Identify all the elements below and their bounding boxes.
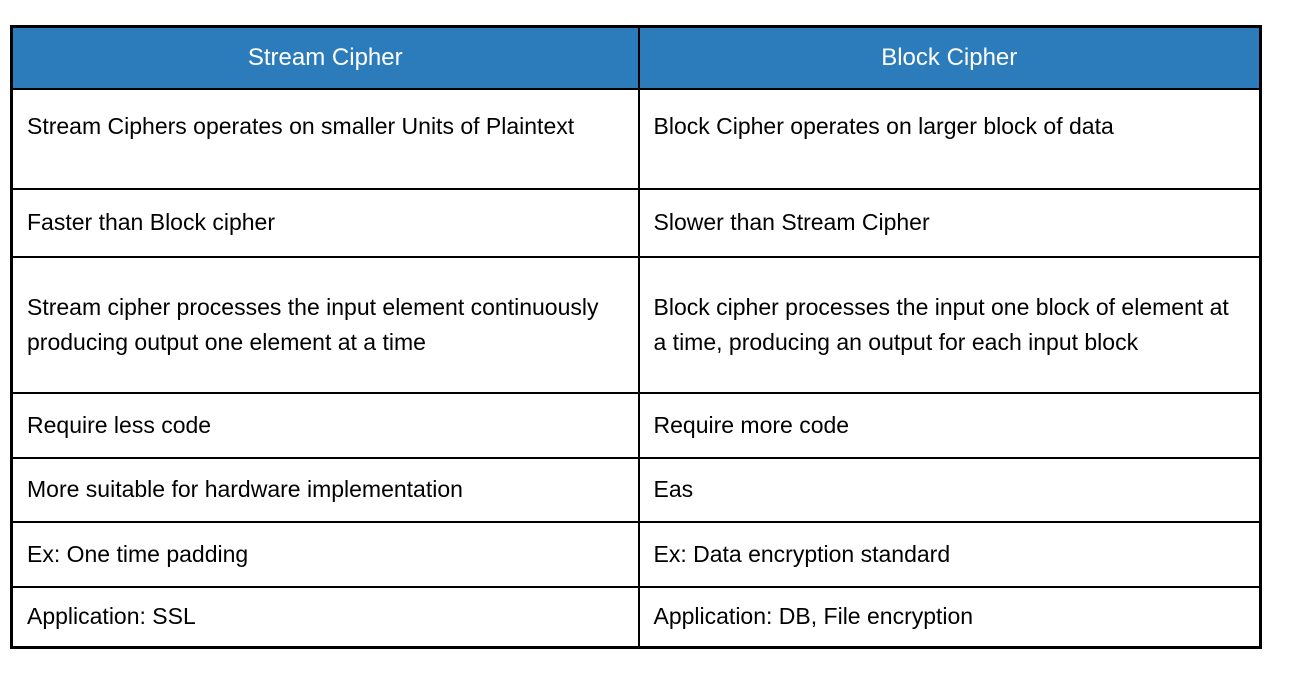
cipher-comparison-table: Stream Cipher Block Cipher Stream Cipher… [10,25,1262,649]
table-row: Stream Ciphers operates on smaller Units… [10,87,1262,190]
table-cell-stream-suitability: More suitable for hardware implementatio… [10,456,640,523]
table-cell-block-application: Application: DB, File encryption [637,585,1262,649]
table-cell-block-speed: Slower than Stream Cipher [637,187,1262,258]
table-cell-stream-units: Stream Ciphers operates on smaller Units… [10,87,640,190]
table-row: Ex: One time padding Ex: Data encryption… [10,520,1262,588]
table-cell-block-code: Require more code [637,391,1262,459]
table-row: More suitable for hardware implementatio… [10,456,1262,523]
table-cell-block-example: Ex: Data encryption standard [637,520,1262,588]
header-row: Stream Cipher Block Cipher [10,25,1262,90]
table-cell-block-units: Block Cipher operates on larger block of… [637,87,1262,190]
table-cell-stream-processing: Stream cipher processes the input elemen… [10,255,640,394]
table-cell-stream-application: Application: SSL [10,585,640,649]
table-row: Faster than Block cipher Slower than Str… [10,187,1262,258]
table-cell-stream-example: Ex: One time padding [10,520,640,588]
table-row: Stream cipher processes the input elemen… [10,255,1262,394]
column-header-stream-cipher: Stream Cipher [10,25,640,90]
table-row: Application: SSL Application: DB, File e… [10,585,1262,649]
table-cell-stream-code: Require less code [10,391,640,459]
table-cell-block-processing: Block cipher processes the input one blo… [637,255,1262,394]
table-cell-stream-speed: Faster than Block cipher [10,187,640,258]
table-cell-block-suitability: Eas [637,456,1262,523]
column-header-block-cipher: Block Cipher [637,25,1262,90]
table-row: Require less code Require more code [10,391,1262,459]
